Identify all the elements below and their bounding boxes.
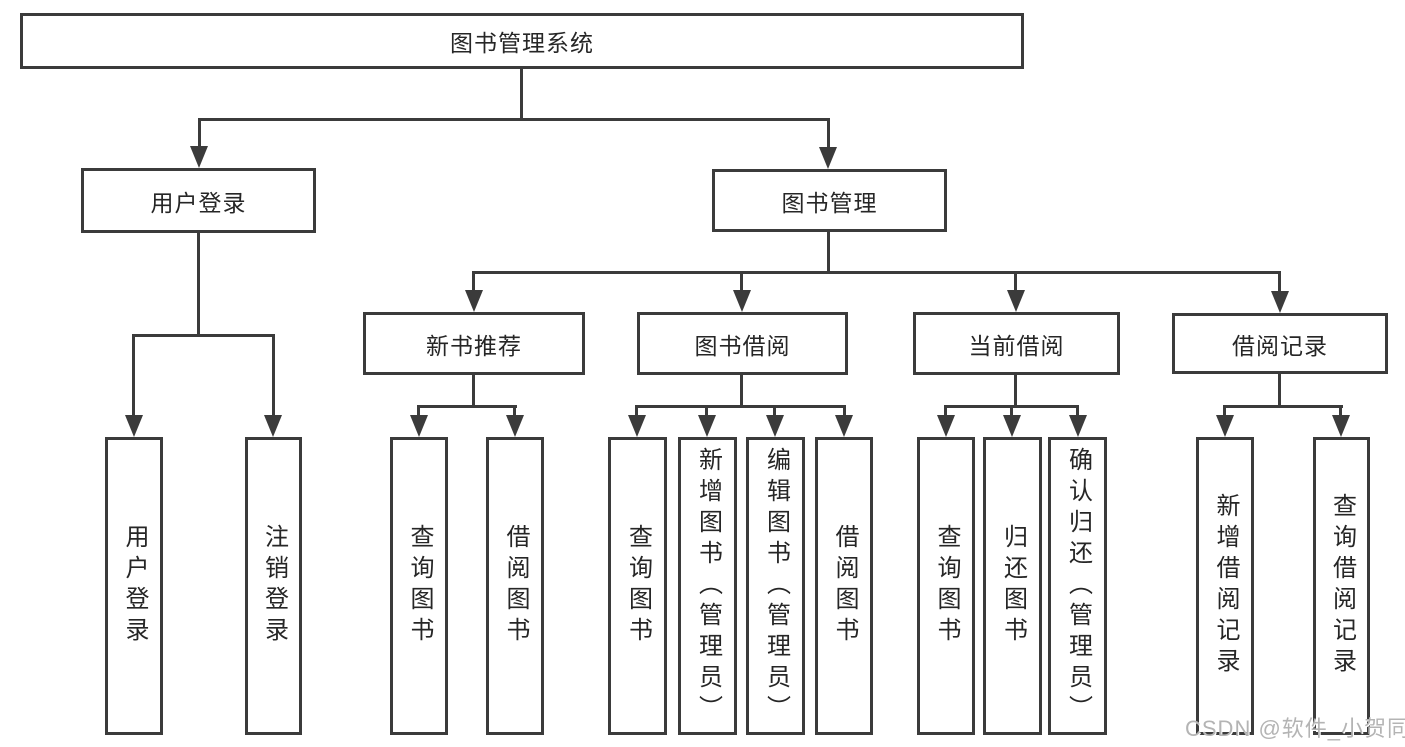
arrowhead-user-login xyxy=(190,146,208,168)
leaf-add-borrow-record-label: 新增借阅记录 xyxy=(1212,493,1239,679)
leaf-add-books-admin-label: 新增图书（管理员） xyxy=(694,446,722,726)
connector-book-management-stem xyxy=(827,232,830,274)
connector-to-leaf-cb-query xyxy=(944,405,947,417)
node-borrow-records-label: 借阅记录 xyxy=(1232,332,1328,359)
arrowhead-current-borrow xyxy=(1007,290,1025,312)
connector-to-book-management xyxy=(827,118,830,150)
connector-to-leaf-recommend-borrow xyxy=(513,405,516,417)
node-user-login-label: 用户登录 xyxy=(150,189,247,216)
connector-to-leaf-br-add xyxy=(1223,405,1226,417)
leaf-return-books-label: 归还图书 xyxy=(999,524,1027,648)
leaf-user-login-label: 用户登录 xyxy=(121,524,148,648)
connector-borrow-records-bar xyxy=(1223,405,1343,408)
connector-to-leaf-br-query xyxy=(1339,405,1342,417)
node-root-label: 图书管理系统 xyxy=(450,30,594,56)
connector-recommend-bar xyxy=(418,405,517,408)
leaf-borrow-query-books: 查询图书 xyxy=(608,437,667,735)
arrowhead-book-borrow xyxy=(733,290,751,312)
arrowhead-leaf-bb-edit xyxy=(766,415,784,437)
leaf-edit-books-admin-label: 编辑图书（管理员） xyxy=(762,446,790,726)
leaf-user-login: 用户登录 xyxy=(105,437,163,735)
connector-root-stem xyxy=(520,69,523,121)
arrowhead-leaf-bb-borrow xyxy=(835,415,853,437)
arrowhead-leaf-br-query xyxy=(1332,415,1350,437)
connector-root-bar xyxy=(198,118,830,121)
node-user-login: 用户登录 xyxy=(81,168,316,233)
connector-user-login-stem xyxy=(197,233,200,337)
connector-current-borrow-stem xyxy=(1014,375,1017,408)
connector-to-leaf-cb-confirm xyxy=(1076,405,1079,417)
connector-to-leaf-logout xyxy=(272,334,275,416)
connector-borrow-records-stem xyxy=(1278,374,1281,408)
node-current-borrow-label: 当前借阅 xyxy=(968,332,1065,359)
leaf-recommend-borrow-books: 借阅图书 xyxy=(486,437,544,735)
node-book-borrow: 图书借阅 xyxy=(637,312,848,375)
leaf-confirm-return-admin: 确认归还（管理员） xyxy=(1048,437,1107,735)
connector-book-borrow-bar xyxy=(635,405,846,408)
csdn-watermark: CSDN @软件_小贺同学 xyxy=(1185,716,1405,741)
leaf-recommend-query-books-label: 查询图书 xyxy=(406,524,433,648)
leaf-recommend-borrow-books-label: 借阅图书 xyxy=(502,524,529,648)
connector-to-borrow-records xyxy=(1278,271,1281,293)
arrowhead-leaf-br-add xyxy=(1216,415,1234,437)
arrowhead-leaf-cb-return xyxy=(1003,415,1021,437)
leaf-confirm-return-admin-label: 确认归还（管理员） xyxy=(1064,446,1092,726)
connector-to-leaf-user-login xyxy=(132,334,135,416)
arrowhead-leaf-logout xyxy=(264,415,282,437)
arrowhead-leaf-bb-query xyxy=(628,415,646,437)
connector-to-book-borrow xyxy=(740,271,743,293)
leaf-current-query-books: 查询图书 xyxy=(917,437,975,735)
connector-to-new-book-recommend xyxy=(472,271,475,293)
connector-to-leaf-bb-add xyxy=(705,405,708,417)
arrowhead-borrow-records xyxy=(1271,291,1289,313)
connector-to-current-borrow xyxy=(1014,271,1017,293)
connector-to-leaf-cb-return xyxy=(1010,405,1013,417)
connector-to-leaf-recommend-query xyxy=(417,405,420,417)
leaf-add-books-admin: 新增图书（管理员） xyxy=(678,437,737,735)
arrowhead-leaf-recommend-query xyxy=(410,415,428,437)
leaf-return-books: 归还图书 xyxy=(983,437,1042,735)
node-new-book-recommend-label: 新书推荐 xyxy=(426,332,522,359)
leaf-borrow-query-books-label: 查询图书 xyxy=(624,524,652,648)
node-new-book-recommend: 新书推荐 xyxy=(363,312,585,375)
leaf-borrow-books: 借阅图书 xyxy=(815,437,873,735)
leaf-logout-label: 注销登录 xyxy=(260,524,288,648)
leaf-query-borrow-record-label: 查询借阅记录 xyxy=(1328,493,1356,679)
connector-user-login-bar xyxy=(133,334,275,337)
leaf-query-borrow-record: 查询借阅记录 xyxy=(1313,437,1370,735)
node-root: 图书管理系统 xyxy=(20,13,1024,69)
connector-to-leaf-bb-borrow xyxy=(843,405,846,417)
arrowhead-leaf-user-login xyxy=(125,415,143,437)
connector-to-user-login xyxy=(198,118,201,150)
arrowhead-book-management xyxy=(819,147,837,169)
connector-book-borrow-stem xyxy=(740,375,743,408)
leaf-edit-books-admin: 编辑图书（管理员） xyxy=(746,437,805,735)
connector-recommend-stem xyxy=(472,375,475,408)
connector-book-management-bar xyxy=(472,271,1281,274)
node-book-management: 图书管理 xyxy=(712,169,947,232)
leaf-recommend-query-books: 查询图书 xyxy=(390,437,448,735)
node-book-borrow-label: 图书借阅 xyxy=(694,332,791,359)
leaf-logout: 注销登录 xyxy=(245,437,302,735)
arrowhead-leaf-cb-query xyxy=(937,415,955,437)
leaf-current-query-books-label: 查询图书 xyxy=(933,524,960,648)
arrowhead-leaf-recommend-borrow xyxy=(506,415,524,437)
leaf-add-borrow-record: 新增借阅记录 xyxy=(1196,437,1254,735)
leaf-borrow-books-label: 借阅图书 xyxy=(831,524,858,648)
connector-to-leaf-bb-edit xyxy=(773,405,776,417)
arrowhead-new-book-recommend xyxy=(465,290,483,312)
node-current-borrow: 当前借阅 xyxy=(913,312,1120,375)
arrowhead-leaf-bb-add xyxy=(698,415,716,437)
node-book-management-label: 图书管理 xyxy=(781,189,878,216)
node-borrow-records: 借阅记录 xyxy=(1172,313,1388,374)
arrowhead-leaf-cb-confirm xyxy=(1069,415,1087,437)
connector-to-leaf-bb-query xyxy=(635,405,638,417)
